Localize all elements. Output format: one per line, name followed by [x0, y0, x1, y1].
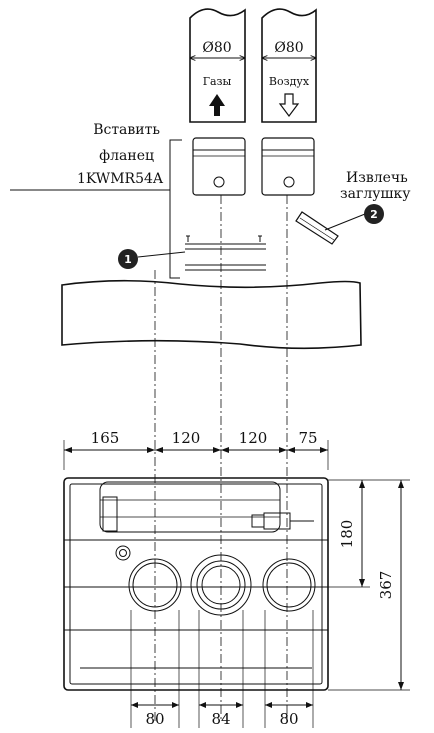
dim-180: 180 [338, 520, 356, 549]
flange-bracket [10, 139, 182, 279]
dim-84: 84 [211, 710, 230, 728]
air-label: Воздух [269, 75, 310, 88]
dim-80-b: 80 [279, 710, 298, 728]
marker-1-label: 1 [124, 253, 132, 266]
arrow-down-icon [278, 93, 300, 117]
top-dimension-lines [63, 440, 329, 470]
air-adapter [261, 137, 315, 196]
plug-callout-line1: Извлечь [346, 170, 408, 186]
air-diameter-label: Ø80 [274, 40, 303, 56]
dim-120-b: 120 [239, 429, 268, 447]
flange-gasket [185, 235, 266, 271]
flue-pipe [189, 8, 246, 123]
dim-165: 165 [91, 429, 120, 447]
marker-2-label: 2 [370, 208, 378, 221]
flue-gas-label: Газы [203, 75, 232, 88]
flue-adapter [192, 137, 246, 196]
marker-1 [118, 249, 186, 269]
dim-75: 75 [298, 429, 317, 447]
dim-120-a: 120 [172, 429, 201, 447]
dim-80-a: 80 [145, 710, 164, 728]
air-pipe [261, 8, 317, 123]
right-dimension-lines [328, 479, 410, 691]
flange-callout-line3: 1KWMR54A [77, 171, 164, 187]
boiler-plan [63, 477, 329, 691]
wall-section [61, 279, 362, 350]
arrow-up-icon [209, 94, 225, 116]
plug-callout-line2: заглушку [340, 186, 411, 202]
plug-part [295, 211, 366, 245]
bottom-dimension-lines [130, 610, 314, 728]
flange-callout-line2: фланец [99, 148, 154, 164]
centerlines [154, 195, 288, 722]
marker-2 [364, 204, 384, 224]
flange-callout-line1: Вставить [93, 122, 160, 138]
flue-diameter-label: Ø80 [202, 40, 231, 56]
dim-367: 367 [377, 571, 395, 600]
